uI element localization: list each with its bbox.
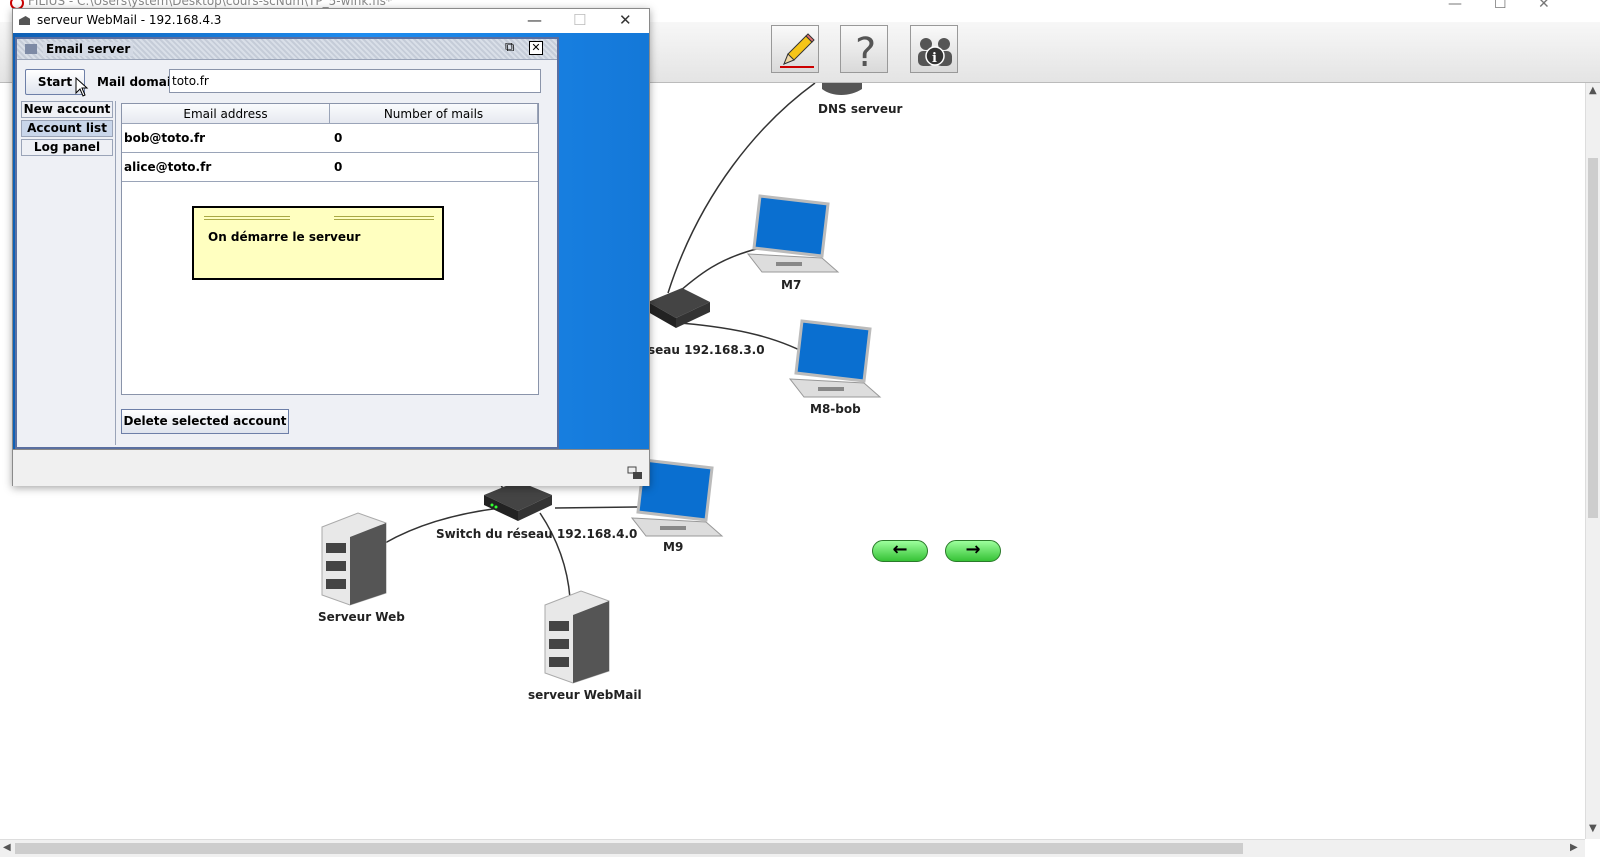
email-cell: alice@toto.fr (124, 160, 212, 174)
previous-button[interactable]: ← (872, 540, 928, 562)
tab-new-account[interactable]: New account (21, 101, 113, 118)
question-icon: ? (855, 30, 876, 70)
dns-server-icon[interactable] (822, 83, 862, 95)
frame-close-icon[interactable]: ✕ (529, 41, 543, 55)
note-decoration (334, 219, 434, 220)
count-cell: 0 (334, 131, 343, 145)
table-row[interactable]: alice@toto.fr 0 (122, 153, 538, 182)
external-window-icon[interactable]: ⧉ (505, 40, 515, 55)
frame-title: Email server (43, 42, 134, 56)
vertical-scrollbar[interactable]: ▲ ▼ (1585, 83, 1600, 839)
laptop-icon[interactable] (746, 194, 840, 273)
server-app-icon (19, 16, 30, 25)
scroll-down-icon[interactable]: ▼ (1589, 823, 1597, 834)
window-resize-icon[interactable] (627, 466, 643, 480)
help-button[interactable]: ? (840, 25, 888, 73)
note-decoration (204, 219, 290, 220)
account-table[interactable]: Email address Number of mails bob@toto.f… (121, 103, 539, 395)
dialog-statusbar (13, 449, 649, 486)
horizontal-scroll-thumb[interactable] (15, 843, 1243, 854)
annotation-note: On démarre le serveur (192, 206, 444, 280)
table-row[interactable]: bob@toto.fr 0 (122, 124, 538, 153)
node-label-m9: M9 (663, 540, 684, 554)
count-cell: 0 (334, 160, 343, 174)
node-label-web: Serveur Web (318, 610, 405, 624)
switch-icon[interactable] (648, 288, 710, 328)
dialog-desktop: Email server ⧉ ✕ Start Mail domain: New … (13, 33, 649, 449)
mail-domain-input[interactable] (169, 69, 541, 93)
people-info-icon: i (918, 38, 952, 66)
webmail-dialog: serveur WebMail - 192.168.4.3 — ☐ ✕ Emai… (12, 8, 650, 486)
node-label-dns: DNS serveur (818, 102, 903, 116)
start-button[interactable]: Start (25, 69, 85, 95)
email-cell: bob@toto.fr (124, 131, 206, 145)
node-label-switch3: seau 192.168.3.0 (648, 343, 765, 357)
tab-separator (115, 101, 116, 445)
app-title: FILIUS - C:\Users\ystem\Desktop\cours-sc… (28, 0, 392, 8)
tab-account-list[interactable]: Account list (21, 120, 113, 137)
dialog-minimize-button[interactable]: — (527, 11, 542, 29)
svg-text:?: ? (855, 30, 876, 70)
delete-account-button[interactable]: Delete selected account (121, 409, 289, 434)
dialog-titlebar[interactable]: serveur WebMail - 192.168.4.3 — ☐ ✕ (13, 9, 649, 33)
dialog-title: serveur WebMail - 192.168.4.3 (37, 13, 222, 27)
switch-icon[interactable] (484, 481, 552, 521)
node-label-m7: M7 (781, 278, 802, 292)
note-decoration (204, 216, 290, 217)
note-text: On démarre le serveur (208, 230, 361, 244)
note-decoration (334, 216, 434, 217)
node-label-m8: M8-bob (810, 402, 861, 416)
scroll-left-icon[interactable]: ◀ (3, 842, 11, 853)
dialog-close-button[interactable]: ✕ (619, 11, 632, 29)
mouse-cursor-icon (75, 77, 89, 97)
horizontal-scrollbar[interactable]: ◀ ▶ (0, 839, 1585, 857)
vertical-scroll-thumb[interactable] (1588, 158, 1598, 518)
maximize-button[interactable]: ☐ (1494, 0, 1507, 12)
info-button[interactable]: i (910, 25, 958, 73)
scroll-up-icon[interactable]: ▲ (1589, 85, 1597, 96)
column-header-count[interactable]: Number of mails (330, 104, 538, 124)
laptop-icon[interactable] (630, 458, 724, 537)
svg-text:i: i (932, 51, 937, 66)
email-server-icon (25, 44, 37, 54)
node-label-switch4: Switch du réseau 192.168.4.0 (436, 527, 638, 541)
scroll-right-icon[interactable]: ▶ (1570, 842, 1578, 853)
mail-domain-label: Mail domain: (97, 75, 185, 89)
minimize-button[interactable]: — (1448, 0, 1462, 12)
laptop-icon[interactable] (788, 319, 882, 398)
tab-log-panel[interactable]: Log panel (21, 139, 113, 156)
close-button[interactable]: ✕ (1538, 0, 1550, 12)
node-label-webmail: serveur WebMail (528, 688, 642, 702)
dialog-maximize-button[interactable]: ☐ (573, 11, 587, 29)
frame-titlebar[interactable]: Email server ⧉ ✕ (17, 39, 557, 60)
pencil-icon (780, 33, 815, 68)
network-links (321, 83, 882, 684)
column-header-email[interactable]: Email address (122, 104, 330, 124)
server-icon[interactable] (544, 590, 610, 684)
edit-mode-button[interactable] (771, 25, 819, 73)
email-server-frame: Email server ⧉ ✕ Start Mail domain: New … (15, 37, 559, 449)
next-button[interactable]: → (945, 540, 1001, 562)
server-icon[interactable] (321, 512, 387, 606)
